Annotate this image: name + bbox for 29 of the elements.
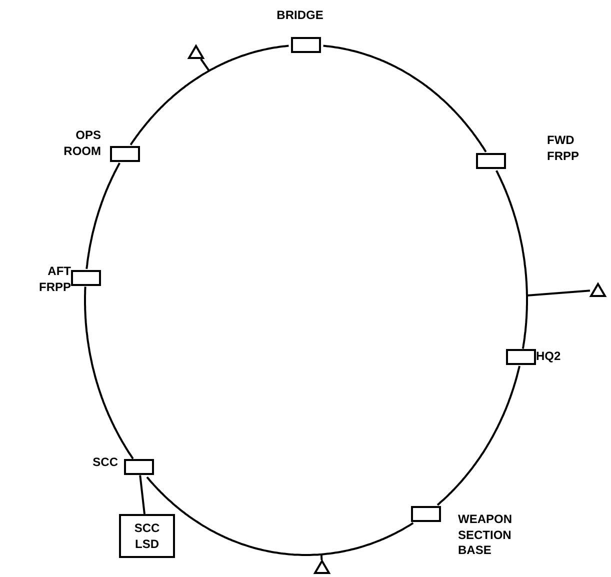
connector-line: [139, 475, 146, 514]
station-label: BRIDGE: [276, 8, 324, 24]
ring-line: [146, 476, 414, 556]
station-label: HQ2: [536, 349, 561, 365]
ring-line: [84, 286, 134, 460]
terminator-triangle: [188, 45, 204, 59]
node-box: [411, 506, 442, 522]
station-label: AFT FRPP: [39, 264, 71, 296]
station-label: FWD FRPP: [547, 133, 580, 164]
connector-line: [200, 58, 210, 72]
node-box: [124, 459, 154, 476]
station-box: SCC LSD: [119, 514, 175, 558]
station-label: WEAPON SECTION BASE: [458, 512, 512, 559]
connector-line: [320, 554, 323, 560]
node-box: [506, 349, 536, 366]
node-box: [70, 270, 101, 286]
station-label: SCC: [92, 455, 118, 471]
node-box: [110, 146, 140, 162]
ring-line: [86, 162, 120, 270]
terminator-triangle: [314, 560, 330, 574]
ring-line: [323, 44, 487, 152]
station-label: OPS ROOM: [64, 128, 101, 160]
node-box: [476, 153, 506, 170]
ring-line: [436, 366, 520, 506]
node-box: [291, 37, 321, 53]
connector-line: [526, 290, 590, 296]
ring-line: [496, 170, 528, 349]
terminator-triangle: [590, 283, 606, 297]
ring-line: [130, 44, 289, 146]
